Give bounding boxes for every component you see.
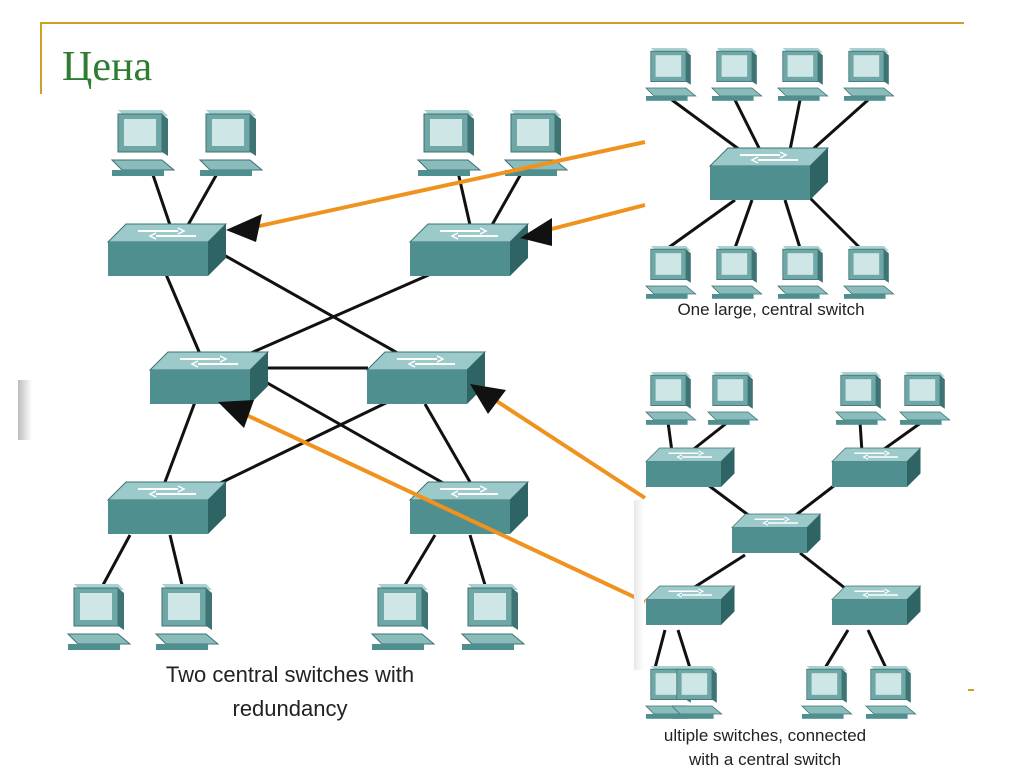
- left-bottom-pc-2: [155, 583, 219, 651]
- bottom-right-pc-8: [865, 665, 917, 720]
- bottom-right-switch-1: [645, 447, 736, 488]
- arrow-head-1: [226, 214, 262, 242]
- top-right-pc-5: [645, 245, 697, 300]
- left-links: [101, 171, 524, 586]
- bottom-right-pc-4: [899, 371, 951, 426]
- top-right-pc-3: [777, 47, 828, 102]
- bottom-right-diagram: [645, 371, 951, 720]
- bottom-right-pc-3: [835, 371, 887, 426]
- left-core-switch-2: [366, 351, 486, 405]
- slide-title: Цена: [62, 44, 153, 90]
- left-caption-line-1: Two central switches with: [165, 662, 415, 687]
- bottom-right-switch-4: [831, 585, 922, 626]
- bottom-right-switch-3: [645, 585, 736, 626]
- arrow-to-core-switch-2: [490, 396, 647, 500]
- slide-frame-left: [40, 22, 42, 94]
- bottom-right-pc-7: [801, 665, 852, 720]
- bottom-right-pc-2: [707, 371, 758, 426]
- left-access-switch-1: [107, 223, 227, 277]
- top-right-pc-7: [777, 245, 828, 300]
- top-right-links: [667, 98, 869, 250]
- left-bottom-pc-1: [67, 583, 131, 651]
- left-bottom-pc-3: [371, 583, 435, 651]
- bottom-right-caption-line-1: ultiple switches, connected: [663, 726, 867, 745]
- top-right-pc-6: [711, 245, 762, 300]
- arrow-head-3: [470, 384, 506, 414]
- callout-arrows: [239, 140, 647, 604]
- top-right-diagram: [645, 47, 894, 300]
- left-top-pc-1: [111, 109, 175, 177]
- left-caption-line-2: redundancy: [232, 696, 348, 721]
- arrow-heads: [218, 214, 552, 428]
- left-access-switch-2: [409, 223, 529, 277]
- top-right-central-switch: [709, 147, 829, 201]
- panel-edge-shadow: [634, 500, 644, 670]
- bottom-right-pc-6: [671, 665, 722, 720]
- top-right-diagram-caption: One large, central switch: [677, 300, 865, 319]
- top-right-pc-8: [843, 245, 894, 300]
- slide-frame-top: [40, 22, 964, 24]
- left-access-switch-4: [409, 481, 529, 535]
- left-bottom-pc-4: [461, 583, 525, 651]
- arrow-head-2: [520, 218, 552, 246]
- bottom-right-pc-1: [645, 371, 697, 426]
- bottom-right-switch-2: [831, 447, 922, 488]
- left-access-switch-3: [107, 481, 227, 535]
- image-edge-fade: [18, 380, 32, 440]
- bottom-right-central-switch: [731, 513, 822, 554]
- left-diagram-caption: Two central switches with redundancy: [120, 658, 460, 726]
- bottom-right-diagram-caption: ultiple switches, connected with a centr…: [600, 724, 930, 768]
- left-core-switch-1: [149, 351, 269, 405]
- arrow-to-left-switch-2: [539, 203, 646, 234]
- arrow-to-core-switch-1: [239, 410, 646, 604]
- slide-corner-tick: [968, 689, 974, 691]
- bottom-right-caption-line-2: with a central switch: [688, 750, 842, 768]
- top-right-pc-4: [843, 47, 894, 102]
- arrow-to-left-switch-1: [249, 140, 646, 230]
- left-diagram: [67, 109, 568, 651]
- top-right-pc-2: [711, 47, 762, 102]
- bottom-right-links: [653, 420, 923, 669]
- top-right-pc-1: [645, 47, 697, 102]
- left-top-pc-2: [199, 109, 263, 177]
- arrow-head-4: [218, 400, 254, 428]
- left-top-pc-3: [417, 109, 481, 177]
